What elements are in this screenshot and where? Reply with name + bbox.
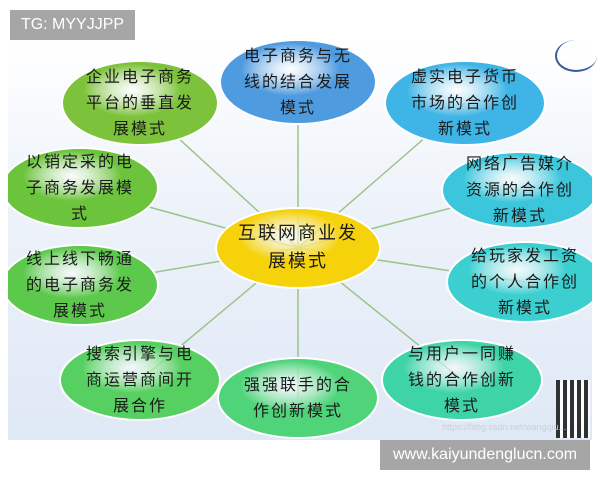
mode-node: 电子商务与无线的结合发展模式 [220, 40, 376, 124]
center-node-shape [215, 207, 381, 289]
qr-code [556, 380, 590, 438]
mode-node-shape [219, 40, 377, 125]
mode-node-shape [384, 60, 546, 146]
node-text-line: 展合作 [112, 396, 167, 415]
node-text-line: 钱的合作创新 [407, 370, 516, 389]
mode-node-shape [59, 339, 221, 421]
seal-logo [555, 40, 597, 72]
watermark-text: https://blog.csdn.net/wangqiu... [442, 422, 567, 432]
mode-node-shape [381, 339, 543, 421]
mode-node-shape [8, 147, 159, 229]
node-text-line: 新模式 [497, 298, 552, 317]
mode-node: 企业电子商务平台的垂直发展模式 [62, 61, 218, 145]
node-text-line: 的电子商务发 [25, 275, 134, 294]
node-text-line: 展模式 [52, 301, 107, 320]
mode-node: 线上线下畅通的电子商务发展模式 [8, 245, 158, 325]
node-text-line: 与用户一同赚 [407, 344, 516, 363]
node-text-line: 展模式 [268, 251, 328, 272]
mode-node-shape [217, 357, 379, 439]
node-text-line: 线上线下畅通 [25, 249, 134, 268]
mode-node: 以销定采的电子商务发展模式 [8, 148, 158, 228]
mode-node: 与用户一同赚钱的合作创新模式 [382, 340, 542, 420]
mind-map-diagram: 电子商务与无线的结合发展模式虚实电子货币市场的合作创新模式网络广告媒介资源的合作… [8, 40, 592, 440]
mode-node-shape [8, 244, 159, 326]
mode-node-shape [441, 151, 592, 229]
node-text-line: 资源的合作创 [465, 180, 574, 199]
node-text-line: 搜索引擎与电 [85, 344, 194, 363]
node-text-line: 平台的垂直发 [85, 93, 194, 112]
node-text-line: 商运营商间开 [85, 370, 194, 389]
mode-node: 给玩家发工资的个人合作创新模式 [447, 242, 592, 322]
node-text-line: 虚实电子货币 [410, 67, 519, 86]
center-node: 互联网商业发展模式 [216, 208, 380, 288]
site-label: www.kaiyundenglucn.com [380, 440, 590, 470]
node-text-line: 给玩家发工资 [470, 246, 579, 265]
node-text-line: 的个人合作创 [470, 272, 579, 291]
node-text-line: 模式 [279, 98, 316, 117]
node-text-line: 市场的合作创 [410, 93, 519, 112]
mode-node: 强强联手的合作创新模式 [218, 358, 378, 438]
node-text-line: 网络广告媒介 [465, 154, 574, 173]
mode-node: 虚实电子货币市场的合作创新模式 [385, 61, 545, 145]
node-text-line: 互联网商业发 [238, 223, 358, 244]
node-text-line: 电子商务与无 [243, 46, 352, 65]
node-text-line: 企业电子商务 [85, 67, 194, 86]
mode-node-shape [446, 241, 592, 323]
mode-node: 网络广告媒介资源的合作创新模式 [442, 152, 592, 228]
node-text-line: 作创新模式 [252, 401, 343, 420]
node-text-line: 新模式 [492, 206, 547, 225]
mode-node: 搜索引擎与电商运营商间开展合作 [60, 340, 220, 420]
node-text-line: 模式 [443, 396, 480, 415]
node-text-line: 以销定采的电 [25, 152, 134, 171]
node-text-line: 展模式 [112, 119, 167, 138]
tag-label: TG: MYYJJPP [10, 10, 135, 40]
node-text-line: 强强联手的合 [243, 375, 352, 394]
node-text-line: 线的结合发展 [243, 72, 352, 91]
node-text-line: 新模式 [437, 119, 492, 138]
mode-node-shape [61, 60, 219, 146]
node-text-line: 子商务发展模 [25, 178, 134, 197]
node-text-line: 式 [70, 204, 89, 223]
diagram-canvas [8, 40, 592, 439]
